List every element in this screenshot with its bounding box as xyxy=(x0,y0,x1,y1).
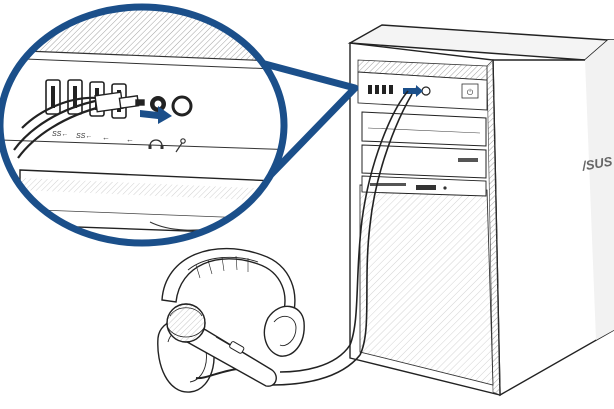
callout-audio-jack-mic[interactable] xyxy=(173,97,191,115)
front-audio-jack[interactable] xyxy=(422,87,430,95)
callout-symbol-usb-2: ← xyxy=(126,135,134,144)
callout-symbol-usb3-2: SS← xyxy=(76,133,92,140)
headset-earcup-right xyxy=(264,306,304,356)
power-icon: ⏻ xyxy=(467,88,474,97)
zoom-callout: SS← SS← ← ← xyxy=(0,0,355,260)
tower-lower-panel xyxy=(360,185,493,385)
tower-pc: ⏻ /SUS xyxy=(350,25,614,395)
optical-drive-1 xyxy=(362,112,486,146)
callout-symbol-usb3-1: SS← xyxy=(52,131,68,138)
callout-symbol-usb-1: ← xyxy=(102,133,110,142)
